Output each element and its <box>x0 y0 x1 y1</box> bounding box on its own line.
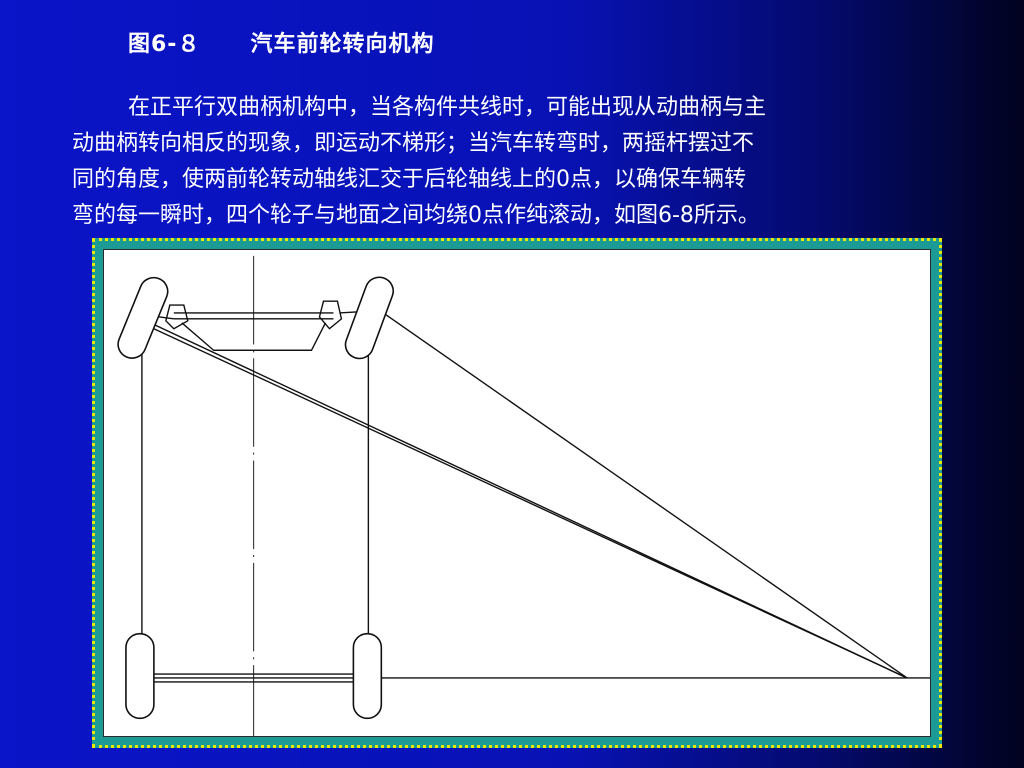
figure-canvas <box>103 249 931 737</box>
right-front-axis-line <box>382 312 908 679</box>
description-paragraph: 在正平行双曲柄机构中，当各构件共线时，可能出现从动曲柄与主 动曲柄转向相反的现象… <box>72 90 962 234</box>
front-left-wheel <box>117 276 169 359</box>
rear-right-wheel <box>352 632 383 720</box>
slide-title: 图6-８ 汽车前轮转向机构 <box>128 26 434 58</box>
steering-mechanism-diagram <box>117 255 930 736</box>
inner-axis-line <box>153 328 908 679</box>
figure-name: 汽车前轮转向机构 <box>250 32 435 57</box>
paragraph-line: 在正平行双曲柄机构中，当各构件共线时，可能出现从动曲柄与主 <box>128 95 767 120</box>
paragraph-line: 动曲柄转向相反的现象，即运动不梯形；当汽车转弯时，两摇杆摆过不 <box>72 131 755 156</box>
rear-left-wheel <box>125 632 155 720</box>
front-right-wheel <box>344 276 395 360</box>
figure-frame <box>92 238 942 748</box>
paragraph-line: 弯的每一瞬时，四个轮子与地面之间均绕0点作纯滚动，如图6-8所示。 <box>72 203 760 228</box>
paragraph-line: 同的角度，使两前轮转动轴线汇交于后轮轴线上的0点，以确保车辆转 <box>72 167 746 192</box>
right-knuckle <box>318 300 343 330</box>
figure-number: 图6-８ <box>128 32 201 57</box>
